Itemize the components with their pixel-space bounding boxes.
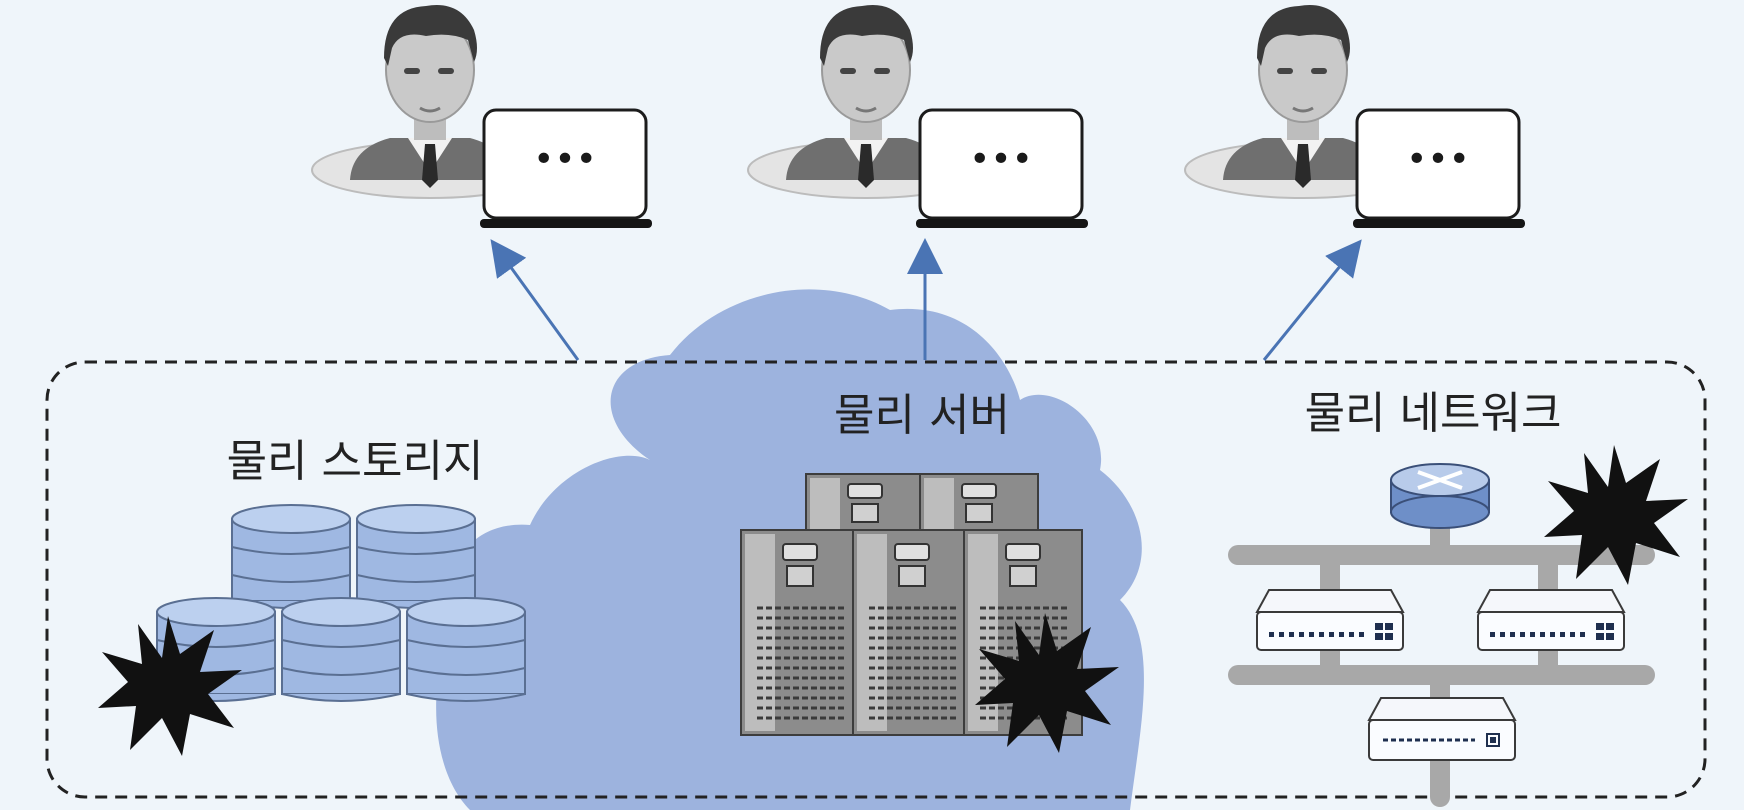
user-with-laptop-3: •••: [1183, 3, 1527, 230]
database-icon: [231, 504, 351, 609]
storage-label: 물리 스토리지: [227, 436, 484, 487]
database-icon: [406, 597, 526, 702]
user-with-laptop-1: •••: [310, 3, 654, 230]
user-icon: [1183, 3, 1527, 230]
laptop-screen-dots: •••: [533, 139, 597, 180]
server-label: 물리 서버: [834, 390, 1010, 441]
switch-icon: [1477, 589, 1625, 651]
user-with-laptop-2: •••: [746, 3, 1090, 230]
arrow-to-user-3: [1262, 239, 1362, 361]
network-label: 물리 네트워크: [1305, 388, 1562, 439]
database-icon: [356, 504, 476, 609]
user-icon: [310, 3, 654, 230]
router-icon: [1390, 463, 1490, 529]
server-rack-icon: [739, 528, 861, 737]
server-rack-icon: [805, 473, 925, 539]
switch-icon: [1367, 697, 1517, 761]
arrow-to-user-1: [490, 239, 580, 361]
user-icon: [746, 3, 1090, 230]
laptop-screen-dots: •••: [969, 139, 1033, 180]
database-icon: [281, 597, 401, 702]
switch-icon: [1256, 589, 1404, 651]
network-group: [1228, 445, 1688, 807]
laptop-screen-dots: •••: [1406, 139, 1470, 180]
server-rack-icon: [851, 528, 973, 737]
server-rack-icon: [919, 473, 1039, 539]
infrastructure-boundary: [45, 360, 1707, 799]
